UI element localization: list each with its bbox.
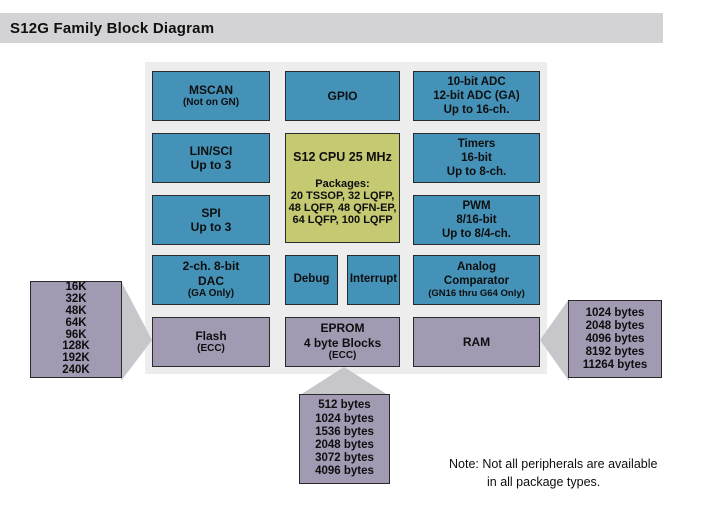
block-sublabel: Up to 8-ch. [446,166,507,178]
block-label: DAC [198,273,224,288]
size-line: 2048 bytes [315,439,374,451]
block-eprom: EPROM 4 byte Blocks (ECC) [285,317,400,367]
block-sublabel: (GN16 thru G64 Only) [428,287,525,299]
block-spi: SPI Up to 3 [152,195,270,245]
size-line: 4096 bytes [585,332,645,345]
block-label: GPIO [327,88,358,103]
size-line: 1024 bytes [585,306,645,319]
block-sublabel: (GA Only) [187,288,235,300]
block-label: RAM [462,334,491,349]
cpu-packages-line: 64 LQFP, 100 LQFP [292,214,393,227]
size-line: 512 bytes [318,399,371,412]
cpu-packages-line: 48 LQFP, 48 QFN-EP, [288,202,397,214]
size-line: 48K [65,304,87,317]
size-line: 96K [65,328,87,341]
block-label: Timers [457,137,496,150]
size-line: 2048 bytes [585,319,645,332]
block-label: LIN/SCI [189,143,233,158]
cpu-packages-label: Packages: [315,177,370,190]
block-label: 4 byte Blocks [303,335,382,350]
block-dac: 2-ch. 8-bit DAC (GA Only) [152,255,270,305]
cpu-title: S12 CPU 25 MHz [293,149,392,164]
size-line: 1024 bytes [315,412,374,425]
block-sublabel: (ECC) [197,342,225,354]
block-cpu: S12 CPU 25 MHz Packages: 20 TSSOP, 32 LQ… [285,133,400,243]
cpu-packages-line: 20 TSSOP, 32 LQFP, [290,189,395,202]
block-gpio: GPIO [285,71,400,121]
block-mscan: MSCAN (Not on GN) [152,71,270,121]
block-label: Debug [293,273,330,286]
block-timers: Timers 16-bit Up to 8-ch. [413,133,540,183]
block-flash: Flash (ECC) [152,317,270,367]
block-label: Analog [457,260,496,273]
block-sublabel: (ECC) [328,350,357,362]
block-label: Comparator [443,274,510,287]
size-line: 64K [65,316,87,329]
title-bar: S12G Family Block Diagram [0,13,663,43]
size-line: 240K [62,364,90,377]
size-line: 1536 bytes [315,425,374,438]
size-line: 192K [62,352,90,365]
size-line: 4096 bytes [315,465,374,478]
block-sublabel: Up to 16-ch. [443,104,510,116]
block-adc: 10-bit ADC 12-bit ADC (GA) Up to 16-ch. [413,71,540,121]
block-lin-sci: LIN/SCI Up to 3 [152,133,270,183]
block-sublabel: Up to 3 [190,158,232,172]
block-label: 2-ch. 8-bit [182,259,240,274]
size-line: 128K [62,340,90,353]
size-line: 11264 bytes [582,358,648,371]
footnote: Note: Not all peripherals are available … [449,455,657,491]
block-interrupt: Interrupt [347,255,400,305]
block-sublabel: Up to 3 [190,220,232,234]
footnote-line: in all package types. [487,475,601,489]
block-sublabel: Up to 8/4-ch. [441,228,511,240]
block-ram: RAM [413,317,540,367]
block-analog-comparator: Analog Comparator (GN16 thru G64 Only) [413,255,540,305]
block-label: PWM [462,199,491,212]
footnote-line: Note: Not all peripherals are available [449,457,658,471]
size-line: 32K [65,292,87,305]
block-pwm: PWM 8/16-bit Up to 8/4-ch. [413,195,540,245]
block-label: Flash [195,328,227,343]
block-label: 12-bit ADC (GA) [433,89,520,102]
block-label: SPI [201,205,221,220]
block-label: MSCAN [189,82,233,97]
size-line: 16K [65,280,87,293]
size-line: 8192 bytes [585,345,645,358]
block-sublabel: 8/16-bit [456,213,497,226]
block-sublabel: 16-bit [461,151,492,164]
block-sublabel: (Not on GN) [182,96,240,108]
block-label: Interrupt [349,273,398,286]
size-line: 3072 bytes [315,452,374,465]
page-title: S12G Family Block Diagram [10,19,215,37]
block-label: 10-bit ADC [447,75,506,88]
block-label: EPROM [320,321,365,336]
block-debug: Debug [285,255,338,305]
